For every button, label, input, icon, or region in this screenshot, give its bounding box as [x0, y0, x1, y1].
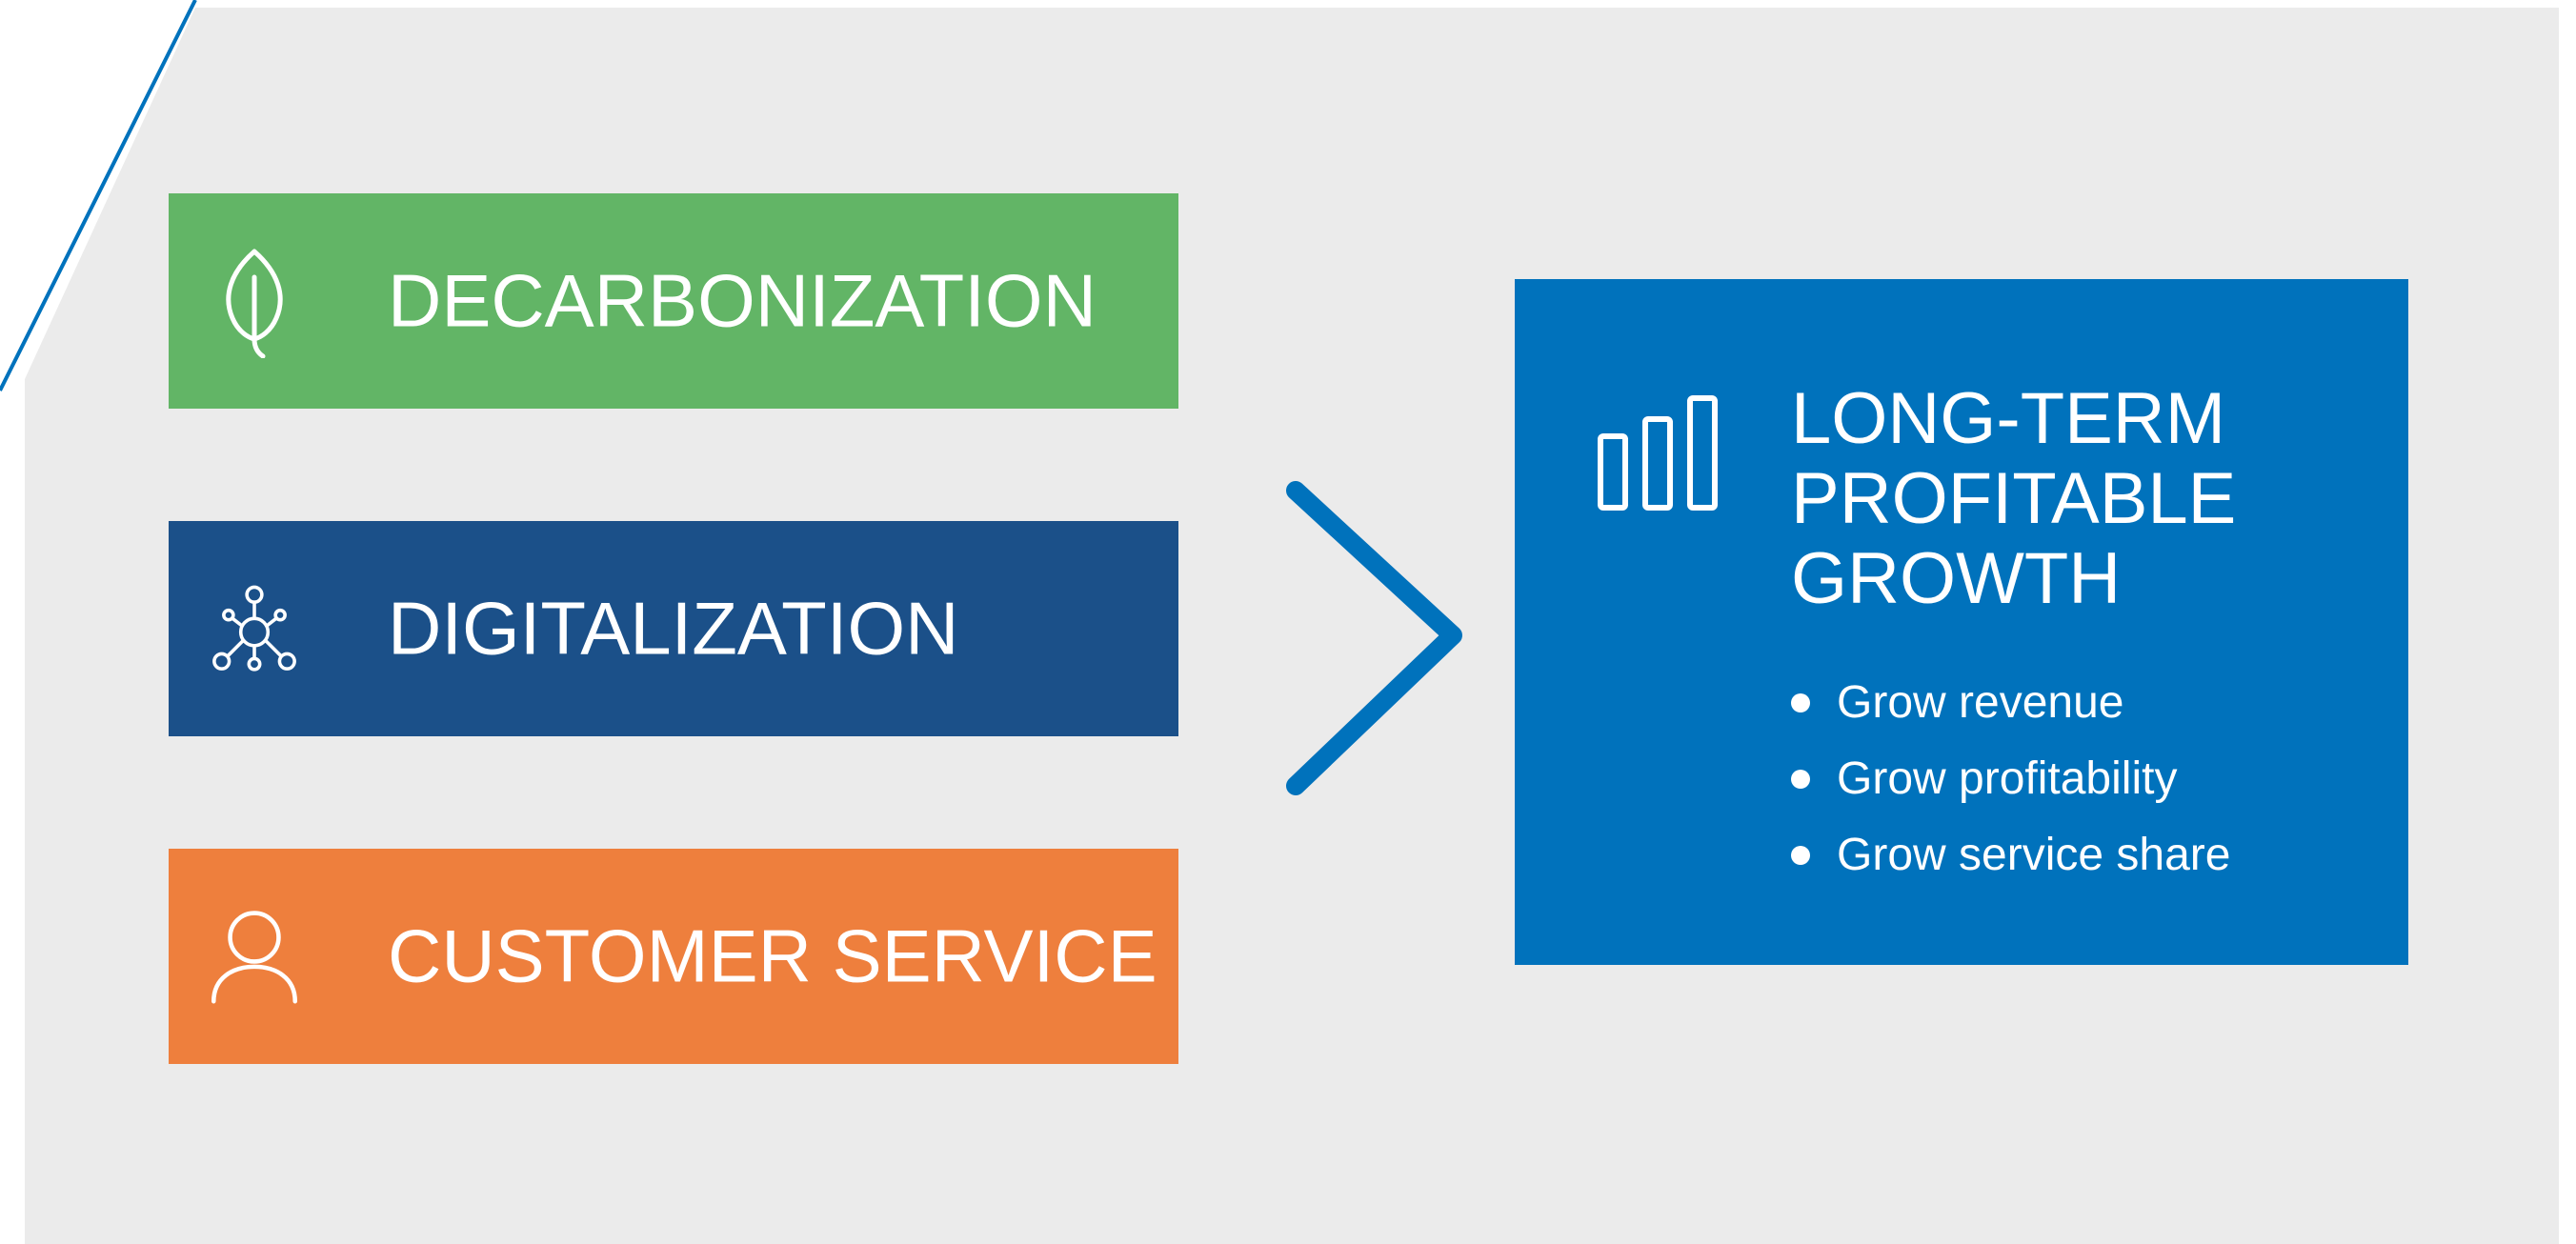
- leaf-icon: [207, 244, 302, 358]
- bullet-item: Grow service share: [1791, 817, 2230, 893]
- outcome-title: LONG-TERM PROFITABLE GROWTH: [1791, 379, 2236, 619]
- pillar-label: DIGITALIZATION: [388, 586, 959, 671]
- pillar-customer-service: CUSTOMER SERVICE: [169, 849, 1178, 1064]
- outcome-title-line: GROWTH: [1791, 538, 2122, 619]
- network-hub-icon: [207, 572, 302, 686]
- bullet-dot-icon: [1791, 846, 1810, 865]
- bullet-dot-icon: [1791, 693, 1810, 712]
- bullet-dot-icon: [1791, 770, 1810, 789]
- bullet-item: Grow revenue: [1791, 665, 2230, 741]
- pillar-label: DECARBONIZATION: [388, 258, 1097, 343]
- outcome-title-line: PROFITABLE: [1791, 458, 2237, 539]
- bullet-item: Grow profitability: [1791, 741, 2230, 817]
- bullet-text: Grow revenue: [1837, 677, 2124, 728]
- chevron-right-icon: [1286, 481, 1462, 795]
- bullet-text: Grow profitability: [1837, 753, 2178, 804]
- bar-chart-icon: [1598, 395, 1718, 511]
- bullet-text: Grow service share: [1837, 830, 2231, 880]
- person-icon: [207, 899, 302, 1013]
- outcome-title-line: LONG-TERM: [1791, 378, 2225, 459]
- outcome-bullet-list: Grow revenue Grow profitability Grow ser…: [1791, 665, 2230, 893]
- pillar-decarbonization: DECARBONIZATION: [169, 193, 1178, 409]
- pillar-label: CUSTOMER SERVICE: [388, 913, 1157, 998]
- pillar-digitalization: DIGITALIZATION: [169, 521, 1178, 736]
- diagonal-accent-line: [0, 0, 197, 391]
- outcome-box: LONG-TERM PROFITABLE GROWTH Grow revenue…: [1515, 279, 2408, 965]
